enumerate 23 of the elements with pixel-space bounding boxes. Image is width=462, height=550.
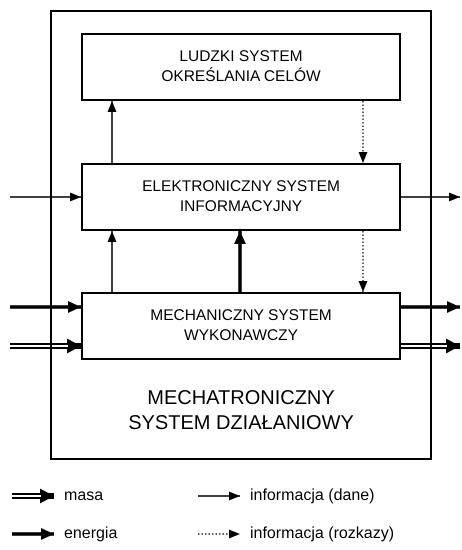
arrow [10,192,81,202]
arrow [358,231,368,292]
process-box [81,33,401,101]
arrow [401,301,460,313]
arrow [401,192,460,202]
node-label: MECHANICZNY SYSTEM WYKONAWCZY [149,306,333,346]
arrow [10,338,81,354]
arrow [234,231,246,292]
node-label: LUDZKI SYSTEM OKREŚLANIA CELÓW [160,47,322,87]
arrow [108,231,116,292]
legend-label: informacja (rozkazy) [250,524,394,544]
arrow [108,101,116,163]
node-label: ELEKTRONICZNY SYSTEM INFORMACYJNY [141,177,341,217]
arrow [10,301,81,313]
process-box [81,292,401,360]
legend-label: energia [64,524,118,544]
process-box [81,163,401,231]
arrow [401,338,460,354]
legend-label: informacja (dane) [250,486,374,506]
node-label: MECHATRONICZNY SYSTEM DZIAŁANIOWY [127,386,355,436]
arrow [358,101,368,163]
legend-label: masa [64,486,104,506]
system-frame [50,10,432,460]
